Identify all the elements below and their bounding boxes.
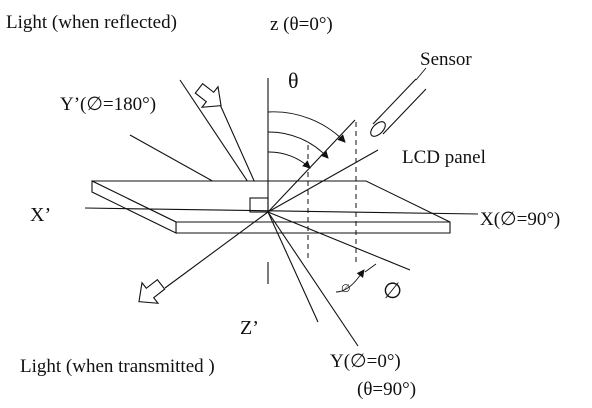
sensor-leader-line xyxy=(415,67,427,81)
z-prime-axis-label: Z’ xyxy=(240,317,259,339)
light-reflected-label: Light (when reflected) xyxy=(6,12,177,33)
x-axis-label: X(∅=90°) xyxy=(480,209,560,230)
lcd-panel-label: LCD panel xyxy=(402,147,486,168)
sensor-label: Sensor xyxy=(420,49,472,70)
lcd-panel-side xyxy=(91,180,177,234)
light-transmitted-label: Light (when transmitted ) xyxy=(20,356,215,377)
y-axis-line xyxy=(267,211,359,347)
y-prime-axis-label: Y’(∅=180°) xyxy=(60,94,156,115)
phi-tick xyxy=(364,263,377,273)
phi-arc xyxy=(335,277,359,293)
theta-90-label: (θ=90°) xyxy=(357,379,416,400)
phi-label: ∅ xyxy=(383,278,402,303)
phi-small-label: ∅ xyxy=(341,283,351,295)
lcd-panel-front xyxy=(175,221,451,234)
y-axis-label: Y(∅=0°) xyxy=(330,351,401,372)
transmitted-light-arrow-icon xyxy=(138,278,166,304)
x-axis-line xyxy=(84,207,479,215)
x-prime-axis-label: X’ xyxy=(30,204,51,226)
oblique-line-lower-right xyxy=(267,211,411,271)
z-axis-label: z (θ=0°) xyxy=(270,14,333,35)
theta-label: θ xyxy=(288,68,299,93)
sensor-ray-2 xyxy=(267,149,379,213)
panel-mount-block xyxy=(249,197,269,213)
light-ray-lower-left xyxy=(164,211,269,289)
oblique-line-lower xyxy=(267,211,319,323)
reflected-light-arrow-icon xyxy=(194,82,222,108)
theta-arc-middle xyxy=(267,131,329,159)
sensor-icon xyxy=(370,78,427,137)
theta-arc-outer xyxy=(267,111,346,143)
phi-arrow xyxy=(356,269,365,279)
theta-arc-inner xyxy=(267,151,311,169)
